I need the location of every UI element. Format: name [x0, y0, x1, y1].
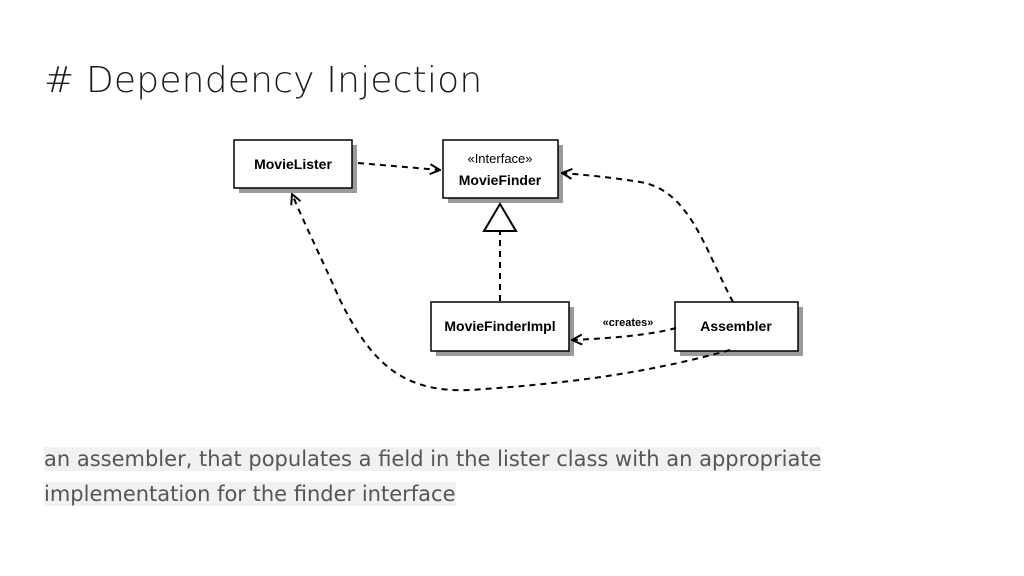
assembler-to-finder-dependency: [562, 173, 734, 303]
lister-to-finder-dependency: [357, 162, 440, 170]
caption-text: an assembler, that populates a field in …: [44, 442, 824, 512]
movie-finder-impl-class: MovieFinderImpl: [430, 301, 574, 356]
assembler-to-lister-dependency: [292, 194, 731, 392]
movie-lister-label: MovieLister: [254, 156, 332, 172]
interface-stereotype: «Interface»: [467, 151, 532, 166]
caption-highlight: an assembler, that populates a field in …: [44, 447, 822, 506]
assembler-class: Assembler: [674, 301, 803, 356]
creates-dependency: [572, 327, 677, 340]
creates-label: «creates»: [603, 317, 654, 329]
movie-lister-class: MovieLister: [233, 139, 357, 193]
assembler-label: Assembler: [700, 318, 772, 334]
movie-finder-label: MovieFinder: [459, 172, 542, 188]
movie-finder-impl-label: MovieFinderImpl: [444, 318, 555, 334]
movie-finder-interface: «Interface» MovieFinder: [442, 139, 563, 203]
page-title: # Dependency Injection: [44, 60, 483, 101]
realization-triangle: [482, 202, 518, 232]
